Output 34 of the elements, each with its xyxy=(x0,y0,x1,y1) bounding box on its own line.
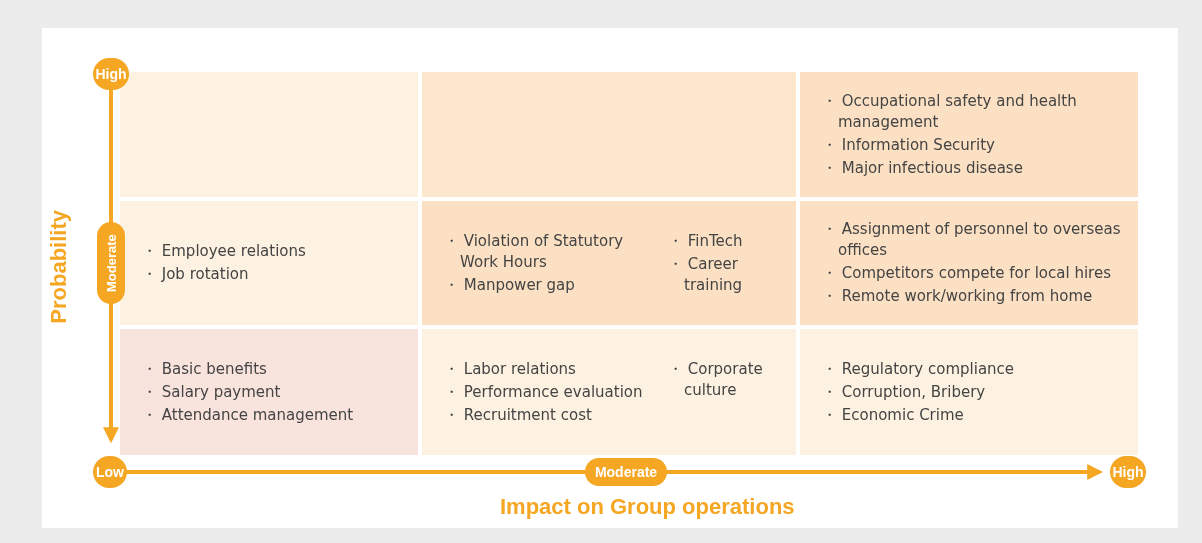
risk-item: ・ Attendance management xyxy=(142,404,354,426)
risk-item: ・ Salary payment xyxy=(142,381,282,403)
empty-matrix-cell xyxy=(422,72,796,197)
axis-tick-label: Moderate xyxy=(585,458,667,486)
risk-item: ・ Performance evaluation xyxy=(444,381,644,403)
risk-item: ・ Corruption, Bribery xyxy=(822,381,987,403)
risk-item: ・ Job rotation xyxy=(142,264,250,285)
matrix-cell xyxy=(422,329,796,455)
matrix-cell xyxy=(800,72,1138,197)
matrix-cell xyxy=(120,201,418,325)
matrix-cell xyxy=(800,329,1138,455)
matrix-cell xyxy=(800,201,1138,325)
matrix-cell xyxy=(422,201,796,325)
risk-item: ・ Occupational safety and health management xyxy=(822,90,1078,133)
axis-tick-label: Moderate xyxy=(97,222,125,304)
risk-item: ・ Employee relations xyxy=(142,241,306,262)
risk-item: ・ Information Security xyxy=(822,134,996,156)
risk-item: ・ Economic Crime xyxy=(822,404,965,426)
axis-title: Probability xyxy=(46,210,72,324)
risk-item: ・ Remote work/working from home xyxy=(822,286,1094,307)
risk-item: ・ FinTech xyxy=(668,230,744,252)
matrix-cell xyxy=(120,329,418,455)
axis-title: Impact on Group operations xyxy=(500,494,795,520)
risk-item: ・ Regulatory compliance xyxy=(822,358,1015,380)
risk-item: ・ Competitors compete for local hires xyxy=(822,263,1112,284)
risk-item: ・ Violation of Statutory Work Hours xyxy=(444,230,625,273)
risk-item: ・ Career training xyxy=(668,253,744,296)
risk-item: ・ Corporate culture xyxy=(668,358,764,401)
risk-item: ・ Manpower gap xyxy=(444,274,576,296)
risk-item: ・ Major infectious disease xyxy=(822,157,1024,179)
risk-item: ・ Recruitment cost xyxy=(444,404,593,426)
risk-item: ・ Assignment of personnel to overseas offices xyxy=(822,219,1122,261)
risk-item: ・ Basic benefits xyxy=(142,358,268,380)
risk-item: ・ Labor relations xyxy=(444,358,577,380)
